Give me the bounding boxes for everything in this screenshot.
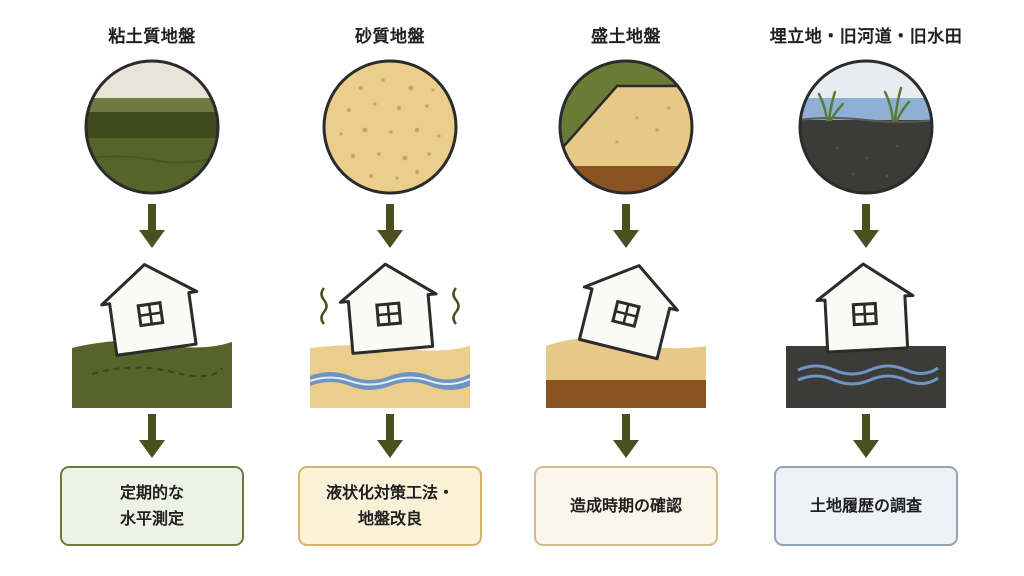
solution-text: 液状化対策工法・ 地盤改良: [325, 483, 454, 528]
shaking-house-liquefaction-icon: [309, 262, 471, 408]
arrow-down-icon: [853, 414, 879, 458]
column-reclaimed: 埋立地・旧河道・旧水田: [746, 0, 986, 576]
solution-box: 造成時期の確認: [534, 466, 718, 546]
solution-text: 定期的な 水平測定: [119, 483, 184, 528]
tilted-house-on-fill-icon: [546, 264, 706, 408]
column-clay: 粘土質地盤 定期的な 水平測定: [32, 0, 272, 576]
arrow-down-icon: [613, 204, 639, 248]
column-title: 粘土質地盤: [108, 27, 196, 47]
column-title: 砂質地盤: [355, 27, 425, 47]
arrow-down-icon: [377, 204, 403, 248]
house-on-wet-ground-icon: [786, 262, 946, 408]
solution-box: 定期的な 水平測定: [60, 466, 244, 546]
arrow-down-icon: [613, 414, 639, 458]
sandy-soil-icon: [322, 59, 458, 195]
arrow-down-icon: [139, 414, 165, 458]
arrow-down-icon: [853, 204, 879, 248]
solution-box: 土地履歴の調査: [774, 466, 958, 546]
column-sandy: 砂質地盤 液状化対策工法・ 地盤改良: [270, 0, 510, 576]
column-fill: 盛土地盤 造成時期の確認: [506, 0, 746, 576]
tilted-house-on-clay-icon: [72, 263, 232, 408]
arrow-down-icon: [139, 204, 165, 248]
solution-text: 造成時期の確認: [569, 496, 682, 516]
fill-slope-icon: [558, 59, 694, 195]
clay-layers-icon: [84, 59, 220, 195]
column-title: 埋立地・旧河道・旧水田: [769, 27, 963, 47]
arrow-down-icon: [377, 414, 403, 458]
solution-box: 液状化対策工法・ 地盤改良: [298, 466, 482, 546]
reclaimed-wetland-icon: [798, 59, 934, 195]
column-title: 盛土地盤: [591, 27, 661, 47]
solution-text: 土地履歴の調査: [809, 496, 922, 516]
